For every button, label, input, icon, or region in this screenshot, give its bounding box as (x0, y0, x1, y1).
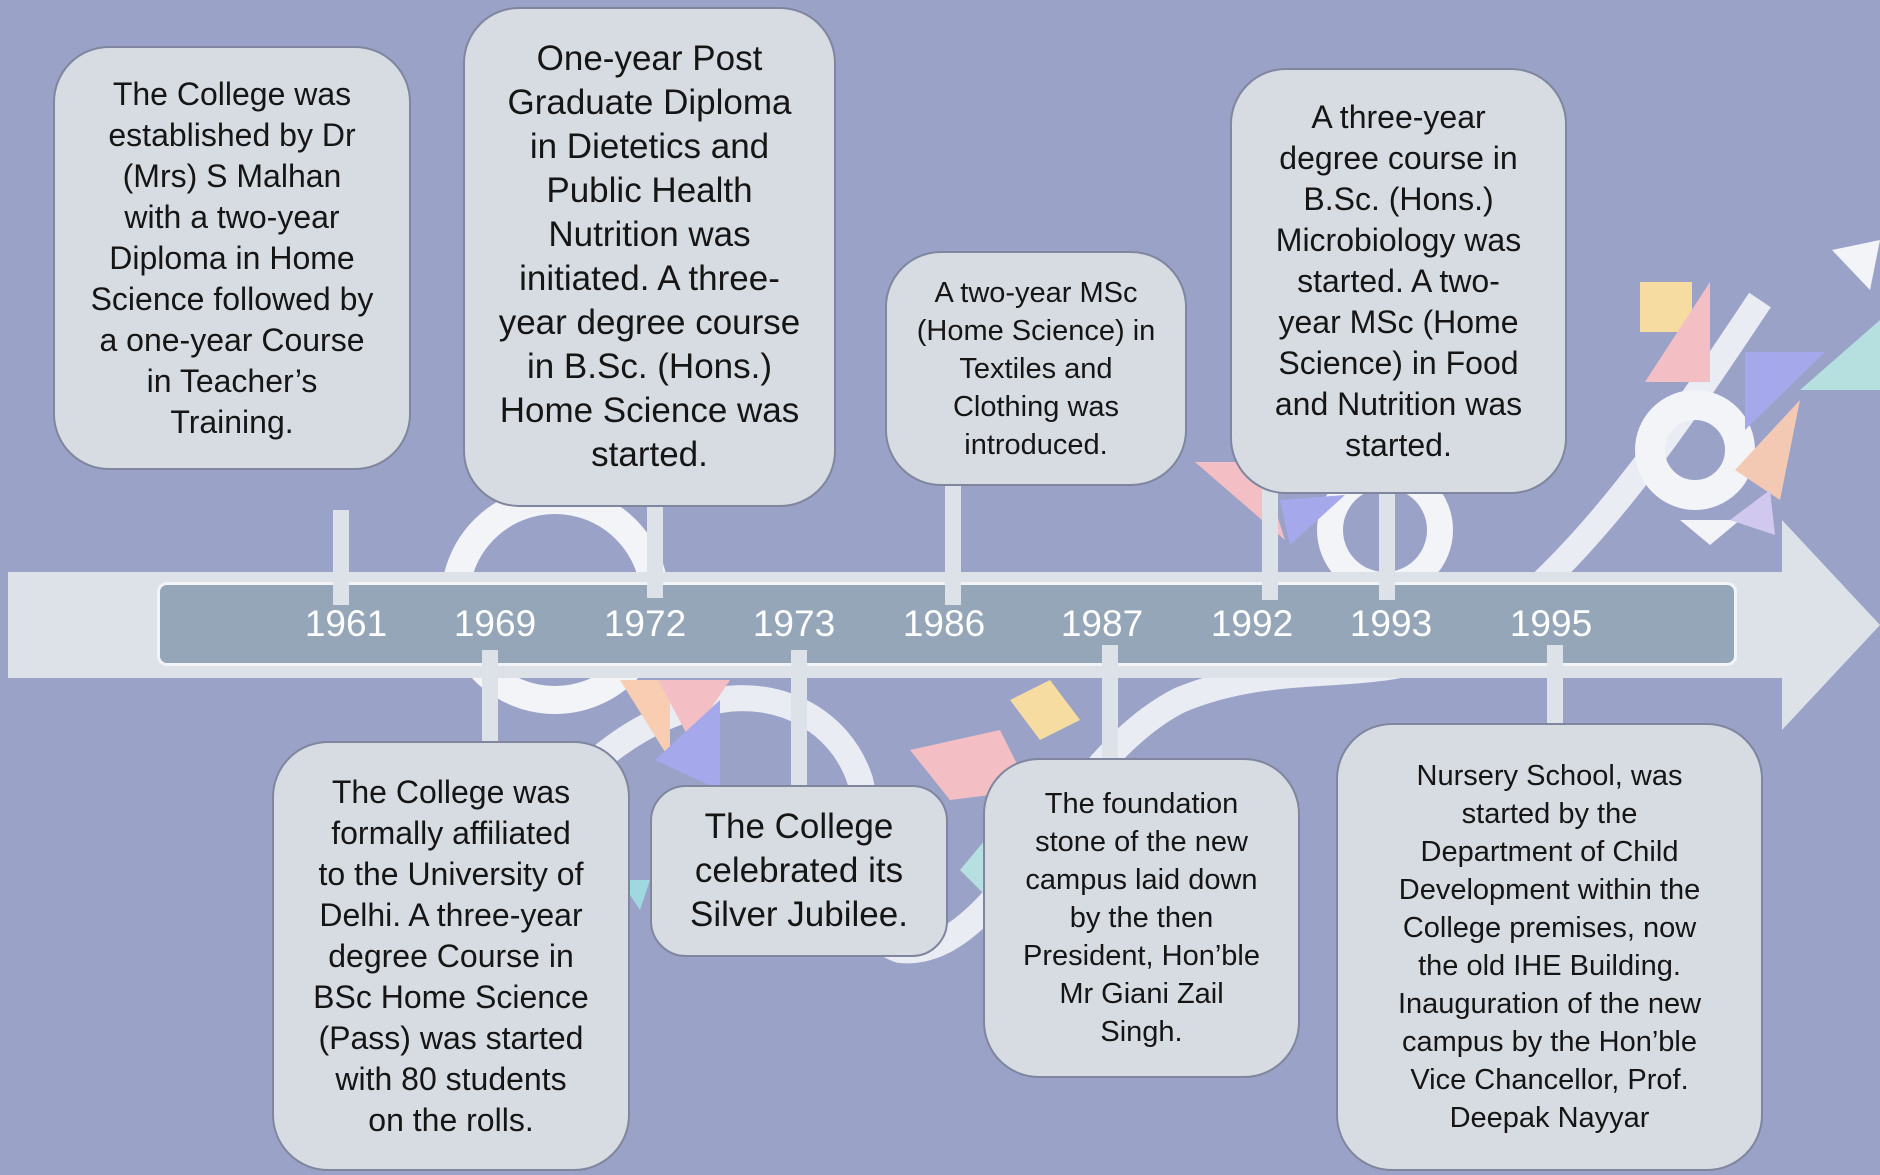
year-label-1961: 1961 (304, 603, 388, 644)
event-box-1993: A three-year degree course in B.Sc. (Hon… (1230, 68, 1567, 494)
event-box-1995: Nursery School, was started by the Depar… (1336, 723, 1763, 1171)
year-label-1992: 1992 (1210, 603, 1294, 644)
event-box-1961: The College was established by Dr (Mrs) … (53, 46, 411, 470)
event-text-1995: Nursery School, was started by the Depar… (1397, 760, 1702, 1134)
connector-1973 (791, 650, 807, 790)
connector-1987 (1102, 645, 1118, 760)
connector-1986 (945, 480, 961, 605)
year-label-1986: 1986 (902, 603, 986, 644)
year-label-1995: 1995 (1509, 603, 1593, 644)
event-text-1961: The College was established by Dr (Mrs) … (90, 75, 374, 440)
event-text-1973: The College celebrated its Silver Jubile… (690, 807, 908, 934)
event-text-1986: A two-year MSc (Home Science) in Textile… (916, 276, 1156, 461)
year-label-1969: 1969 (453, 603, 537, 644)
connector-1961 (333, 510, 349, 605)
connector-1995 (1547, 645, 1563, 730)
year-label-1972: 1972 (603, 603, 687, 644)
event-text-1993: A three-year degree course in B.Sc. (Hon… (1274, 98, 1523, 463)
event-text-1987: The foundation stone of the new campus l… (1023, 788, 1260, 1048)
year-label-1973: 1973 (752, 603, 836, 644)
connector-1969 (482, 650, 498, 745)
year-label-1987: 1987 (1060, 603, 1144, 644)
connector-1972 (647, 500, 663, 598)
event-text-1969: The College was formally affiliated to t… (313, 773, 589, 1138)
event-text-1972: One-year Post Graduate Diploma in Dietet… (498, 39, 801, 474)
event-box-1973: The College celebrated its Silver Jubile… (650, 785, 948, 957)
event-box-1969: The College was formally affiliated to t… (272, 741, 630, 1171)
event-box-1972: One-year Post Graduate Diploma in Dietet… (463, 7, 836, 507)
connector-1992 (1262, 490, 1278, 600)
connector-1993 (1379, 490, 1395, 600)
event-box-1987: The foundation stone of the new campus l… (983, 758, 1300, 1078)
event-box-1986: A two-year MSc (Home Science) in Textile… (885, 251, 1187, 486)
year-label-1993: 1993 (1349, 603, 1433, 644)
